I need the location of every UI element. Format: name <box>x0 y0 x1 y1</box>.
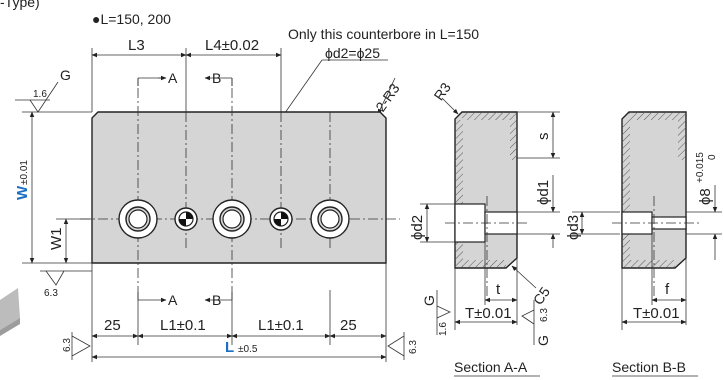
counterbore-diameter-note: ϕd2=ϕ25 <box>325 45 380 61</box>
dim-W-tolerance: ±0.01 <box>19 160 30 185</box>
roughness-6.3-left: 6.3 <box>62 338 73 352</box>
dim-25-right: 25 <box>340 317 357 334</box>
section-bb: ϕ8 +0.015 0 f T±0.01 Section B-B <box>612 111 722 377</box>
counterbore-hole-3 <box>310 199 350 239</box>
dim-T-bb: T±0.01 <box>633 305 680 322</box>
surface-G-front: G <box>60 67 71 83</box>
roughness-1.6-front: 1.6 <box>33 89 47 100</box>
section-marker-b-top: B <box>212 70 221 86</box>
dim-L4: L4±0.02 <box>205 37 259 54</box>
section-marker-b-bottom: B <box>212 292 221 308</box>
front-view: L3 L4±0.02 A B Only this counterbore in … <box>14 26 479 362</box>
corner-radius-r3: R3 <box>431 79 454 103</box>
roughness-1.6-aa: 1.6 <box>438 322 449 336</box>
section-bb-title: Section B-B <box>612 359 686 375</box>
dim-d1: ϕd1 <box>535 180 552 205</box>
dim-s: s <box>535 133 552 141</box>
dim-d2: ϕd2 <box>409 215 426 240</box>
section-aa-body <box>454 111 518 269</box>
dowel-pin-hole-1 <box>174 207 198 231</box>
dim-pin-diameter: ϕ8 <box>697 188 714 205</box>
surface-G-aa-right: G <box>535 335 551 346</box>
counterbore-hole-2 <box>212 199 252 239</box>
section-bb-body <box>621 111 687 269</box>
dim-L1-right: L1±0.1 <box>258 317 304 334</box>
dowel-pin-hole-2 <box>269 207 293 231</box>
dim-L: L <box>225 339 234 356</box>
block-front <box>91 111 387 264</box>
section-aa: R3 s ϕd1 ϕd2 C5 t <box>409 79 560 377</box>
dim-d3-group: ϕd3 <box>565 211 620 240</box>
dim-25-left: 25 <box>104 317 121 334</box>
dim-L-tolerance: ±0.5 <box>238 344 258 355</box>
chamfer-c5: C5 <box>530 284 553 308</box>
corner-radius-label: 2-R3 <box>372 80 403 114</box>
type-label-fragment: -Type) <box>0 0 40 10</box>
dim-L1-left: L1±0.1 <box>160 317 206 334</box>
section-aa-title: Section A-A <box>454 359 528 375</box>
section-marker-a-bottom: A <box>168 292 178 308</box>
pin-tolerance-upper: +0.015 <box>695 152 706 183</box>
pin-tolerance-lower: 0 <box>707 154 718 160</box>
dim-W1: W1 <box>48 228 65 251</box>
dim-d3: ϕd3 <box>565 215 582 240</box>
roughness-6.3-front: 6.3 <box>44 288 58 299</box>
dim-T-aa: T±0.01 <box>465 305 512 322</box>
length-note: ●L=150, 200 <box>92 11 171 27</box>
section-marker-a-top: A <box>168 70 178 86</box>
counterbore-hole-1 <box>118 199 158 239</box>
roughness-6.3-aa: 6.3 <box>539 308 550 322</box>
dim-W: W <box>14 185 31 200</box>
dim-t: t <box>496 281 501 298</box>
dim-L3: L3 <box>128 37 145 54</box>
roughness-6.3-right: 6.3 <box>408 340 419 354</box>
iso-preview-fragment <box>0 288 20 330</box>
dim-f: f <box>665 281 670 298</box>
counterbore-note: Only this counterbore in L=150 <box>288 26 479 42</box>
surface-G-aa-left: G <box>421 295 437 306</box>
